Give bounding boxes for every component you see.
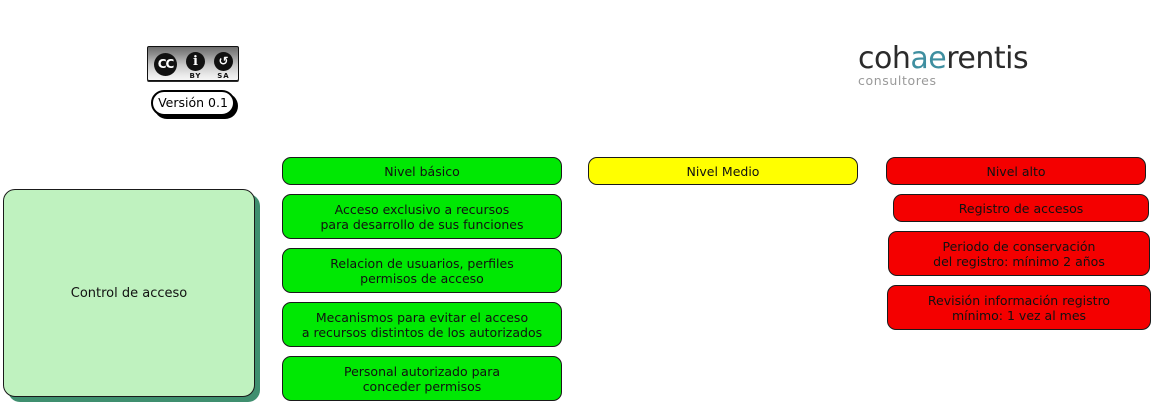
cc-logo-icon: CC xyxy=(154,53,177,76)
cc-by-icon: i xyxy=(186,52,205,71)
level-header-basico: Nivel básico xyxy=(282,157,562,185)
level-column-basico: Nivel básico Acceso exclusivo a recursos… xyxy=(282,157,562,410)
requirement-line: Revisión información registro xyxy=(927,292,1111,308)
requirement-line: conceder permisos xyxy=(362,378,482,394)
level-header-alto: Nivel alto xyxy=(886,157,1146,185)
level-header-alto-label: Nivel alto xyxy=(986,163,1046,179)
brand-tagline: consultores xyxy=(858,73,937,88)
requirement-line: mínimo: 1 vez al mes xyxy=(951,307,1087,323)
requirement-line: a recursos distintos de los autorizados xyxy=(301,324,543,340)
version-badge: Versión 0.1 xyxy=(151,90,235,116)
requirement-line: Acceso exclusivo a recursos xyxy=(334,201,510,217)
requirement-line: Relacion de usuarios, perfiles xyxy=(330,255,514,271)
creative-commons-badge: CC i ↺ BY SA xyxy=(147,46,239,81)
requirement-line: Registro de accesos xyxy=(958,200,1084,216)
subject-panel-title: Control de acceso xyxy=(70,285,188,301)
level-column-medio: Nivel Medio xyxy=(588,157,858,194)
requirement-line: del registro: mínimo 2 años xyxy=(933,253,1105,269)
cc-sa-label: SA xyxy=(217,72,230,80)
brand-wordmark-part1: coh xyxy=(858,41,911,76)
brand-wordmark-accent: ae xyxy=(910,41,947,76)
level-column-alto: Nivel alto Registro de accesos Periodo d… xyxy=(886,157,1151,339)
level-header-medio: Nivel Medio xyxy=(588,157,858,185)
brand-logo: cohaerentis consultores xyxy=(858,41,1029,88)
requirement-line: Periodo de conservación xyxy=(942,238,1096,254)
requirement-line: Personal autorizado para xyxy=(343,363,501,379)
cc-sa-icon: ↺ xyxy=(214,52,233,71)
brand-wordmark: cohaerentis xyxy=(858,41,1029,76)
subject-panel: Control de acceso xyxy=(3,189,255,397)
brand-wordmark-part3: rentis xyxy=(946,41,1029,76)
requirement-box: Registro de accesos xyxy=(893,194,1149,222)
requirement-line: Mecanismos para evitar el acceso xyxy=(315,309,529,325)
requirement-line: para desarrollo de sus funciones xyxy=(320,216,524,232)
level-header-basico-label: Nivel básico xyxy=(384,163,460,179)
requirement-line: permisos de acceso xyxy=(360,270,484,286)
cc-by-label: BY xyxy=(189,72,202,80)
level-header-medio-label: Nivel Medio xyxy=(686,163,760,179)
